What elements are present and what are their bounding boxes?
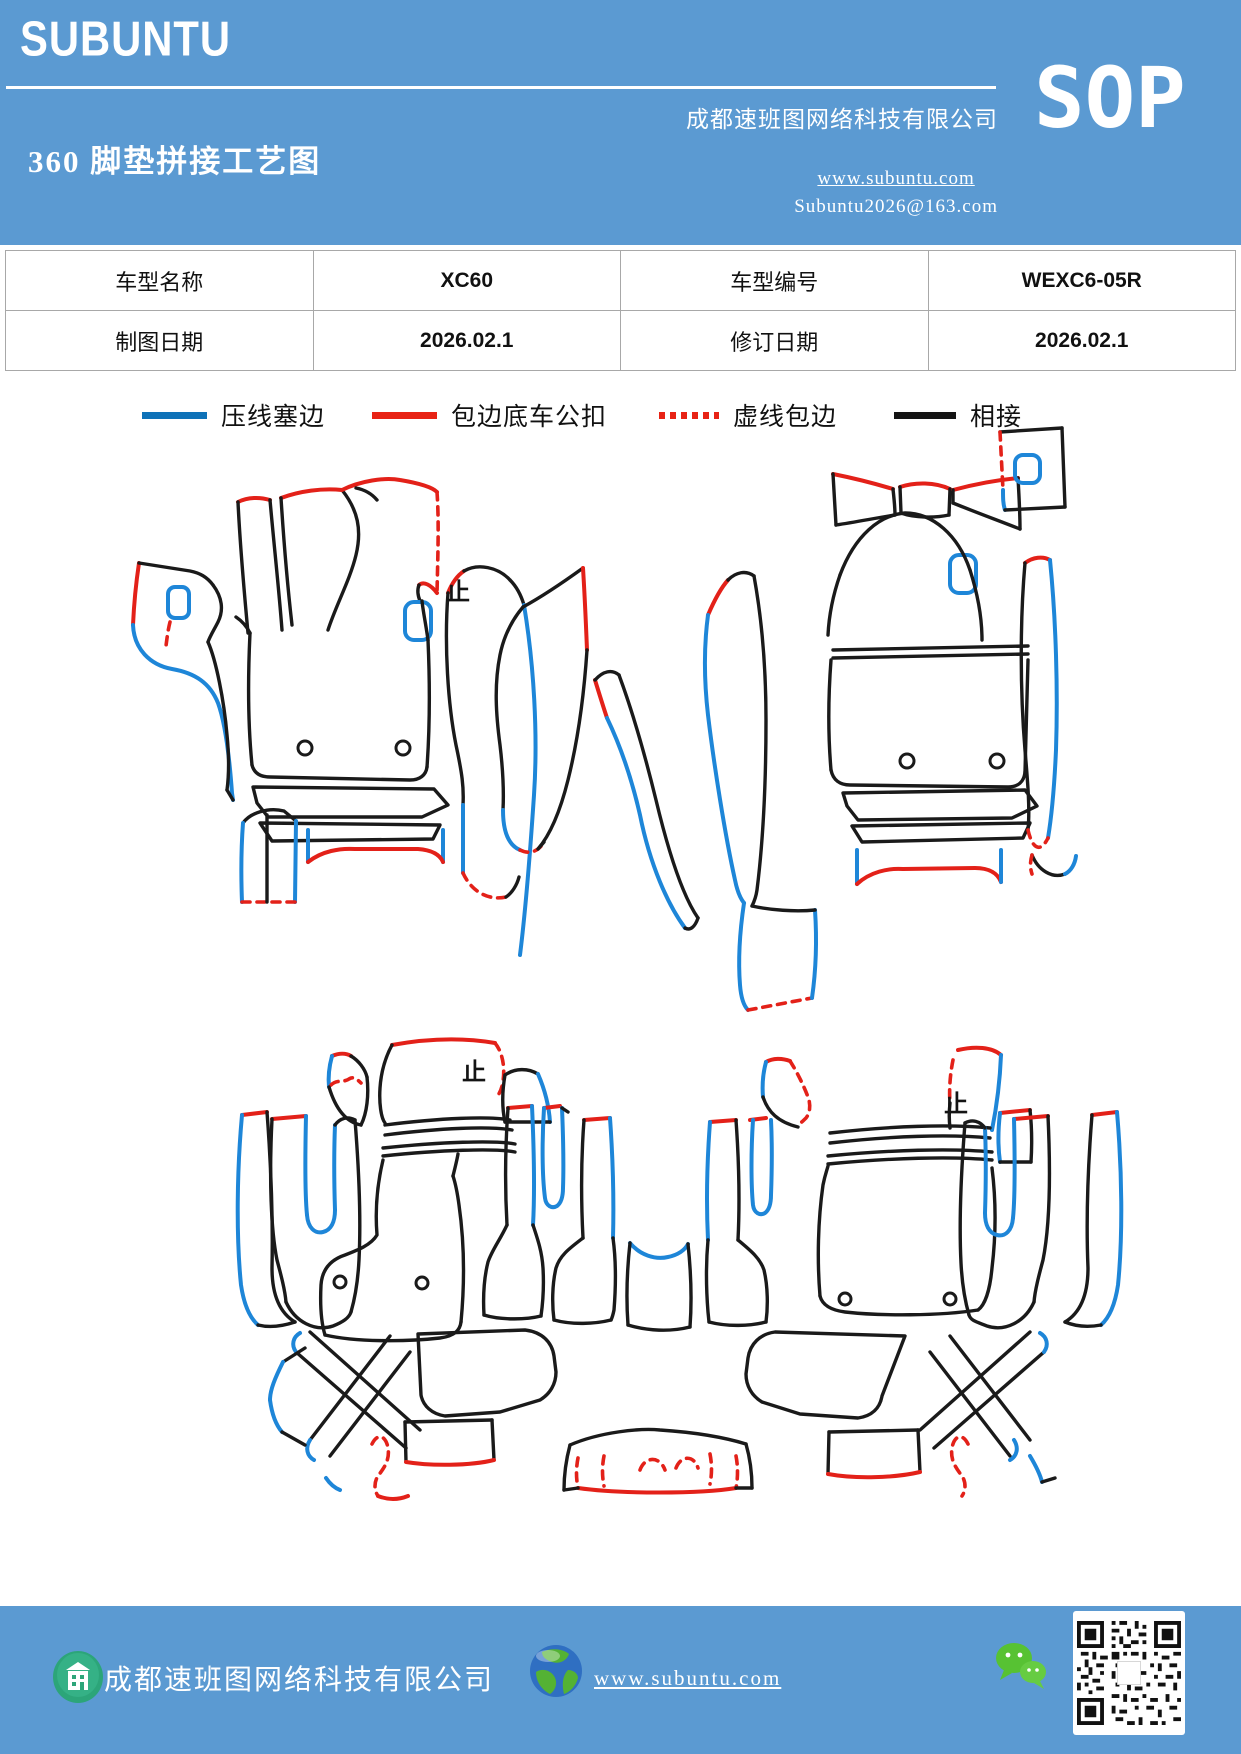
legend-item-press-tuck: 压线塞边 — [142, 398, 325, 432]
header-links: www.subuntu.com Subuntu2026@163.com — [794, 168, 998, 218]
front-right-mat-group — [703, 426, 1078, 1012]
page-footer: 成都速班图网络科技有限公司 www.subuntu.com — [0, 1606, 1241, 1754]
legend-item-wrap-buckle: 包边底车公扣 — [372, 398, 607, 432]
rear-mat-group — [235, 1037, 1124, 1343]
email-text: Subuntu2026@163.com — [794, 196, 998, 217]
footer-company-name: 成都速班图网络科技有限公司 — [104, 1665, 495, 1696]
red-line-swatch — [372, 411, 437, 419]
blue-line-swatch — [142, 411, 207, 419]
wechat-icon — [996, 1643, 1046, 1689]
qr-code — [1073, 1611, 1185, 1735]
building-icon — [53, 1651, 103, 1703]
stop-mark: 止 — [446, 579, 470, 606]
header-company-name: 成都速班图网络科技有限公司 — [686, 107, 998, 132]
website-link[interactable]: www.subuntu.com — [817, 168, 975, 189]
legend-label: 包边底车公扣 — [451, 404, 608, 431]
stop-mark: 止 — [944, 1091, 968, 1118]
model-code-value: WEXC6-05R — [927, 250, 1236, 311]
front-left-mat-group — [131, 477, 700, 957]
model-code-label: 车型编号 — [620, 250, 929, 311]
legend-item-dashed-wrap: 虚线包边 — [659, 398, 837, 432]
draw-date-label: 制图日期 — [5, 310, 314, 371]
rear-lower-pieces-group — [268, 1328, 1057, 1501]
stop-mark: 止 — [462, 1059, 486, 1086]
legend-label: 相接 — [970, 404, 1023, 431]
legend-label: 压线塞边 — [221, 404, 326, 431]
vehicle-info-table: 车型名称 XC60 车型编号 WEXC6-05R 制图日期 2026.02.1 … — [5, 250, 1236, 371]
table-row: 车型名称 XC60 车型编号 WEXC6-05R — [5, 250, 1236, 311]
header-divider — [6, 86, 996, 89]
revise-date-label: 修订日期 — [620, 310, 929, 371]
table-row: 制图日期 2026.02.1 修订日期 2026.02.1 — [5, 310, 1236, 371]
model-name-value: XC60 — [312, 250, 621, 311]
red-dotted-line-swatch — [659, 411, 719, 419]
draw-date-value: 2026.02.1 — [312, 310, 621, 371]
revise-date-value: 2026.02.1 — [927, 310, 1236, 371]
page-header: SUBUNTU 成都速班图网络科技有限公司 SOP 360 脚垫拼接工艺图 ww… — [0, 0, 1241, 245]
sop-label: SOP — [1034, 49, 1186, 147]
legend-item-joint: 相接 — [894, 398, 1022, 432]
footer-website-link[interactable]: www.subuntu.com — [594, 1666, 782, 1690]
globe-icon — [530, 1645, 582, 1697]
brand-logo: SUBUNTU — [20, 12, 232, 67]
model-name-label: 车型名称 — [5, 250, 314, 311]
black-line-swatch — [894, 411, 956, 419]
line-legend: 压线塞边 包边底车公扣 虚线包边 相接 — [0, 398, 1241, 432]
page-title: 360 脚垫拼接工艺图 — [28, 144, 322, 179]
legend-label: 虚线包边 — [733, 404, 838, 431]
